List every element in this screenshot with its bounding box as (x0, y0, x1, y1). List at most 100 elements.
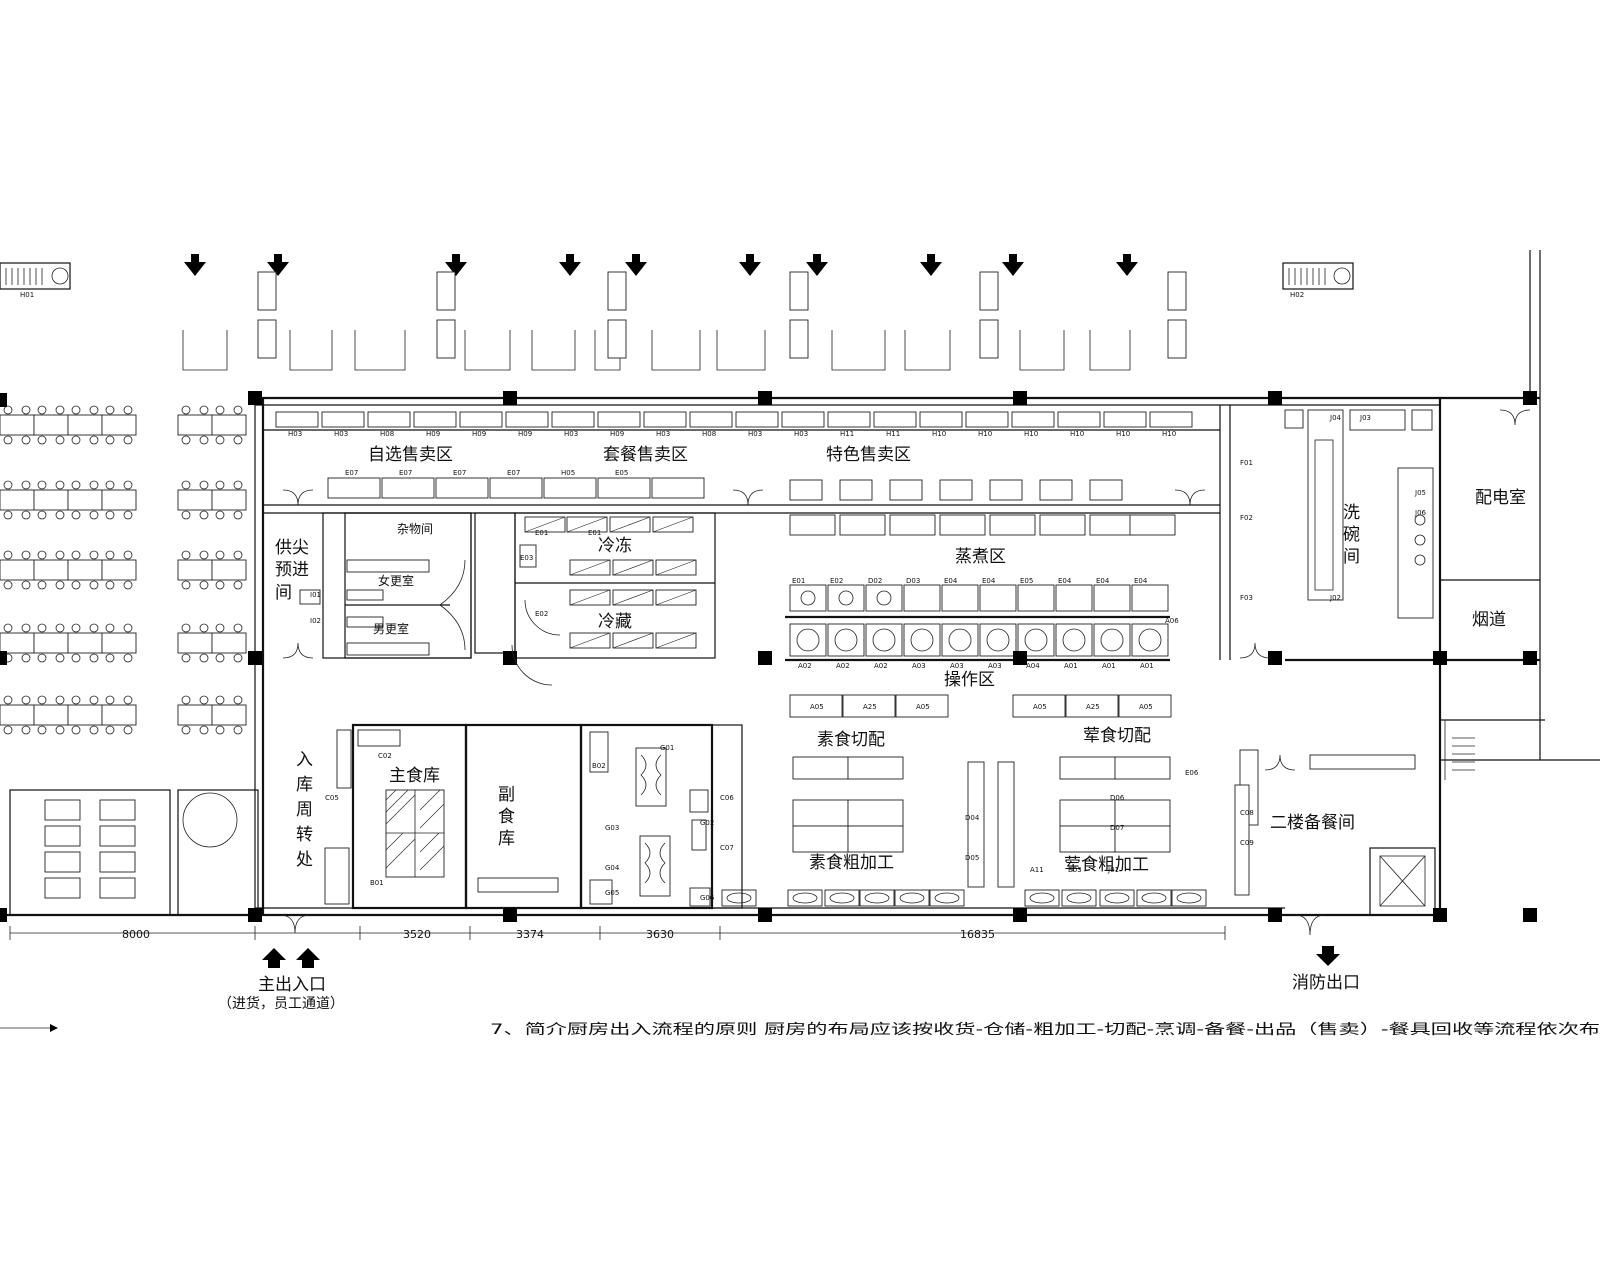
door-swing-icon (279, 409, 1531, 936)
chair (21, 435, 31, 445)
storage-rack (655, 559, 697, 576)
equipment-code: B01 (370, 879, 384, 887)
structural-column-icon (248, 908, 262, 922)
pass-table (1089, 514, 1136, 536)
dining-table (33, 414, 69, 436)
label-staff-entry-3: 间 (275, 583, 292, 603)
equipment-code: C05 (325, 794, 339, 802)
chair (105, 435, 115, 445)
toilet-stall (99, 851, 136, 873)
air-duct (257, 271, 277, 311)
sink (1141, 892, 1167, 904)
dining-table (0, 704, 35, 726)
operation-table (789, 694, 843, 718)
airflow-arrow-icon (632, 254, 640, 263)
sink (1136, 889, 1172, 907)
dining-table (211, 632, 247, 654)
storage-rack (655, 589, 697, 606)
dining-table (177, 632, 213, 654)
chair (233, 580, 243, 590)
equipment-code: E02 (830, 577, 843, 585)
chair (71, 695, 81, 705)
label-sub-store-1: 副 (498, 785, 515, 805)
equipment-code: G01 (660, 744, 674, 752)
airflow-arrow-icon (184, 262, 206, 276)
dining-table (177, 414, 213, 436)
label-veg-rough: 素食粗加工 (809, 853, 894, 873)
wok-station (948, 628, 972, 652)
equipment-code: C09 (1240, 839, 1254, 847)
equipment-code: H03 (288, 430, 302, 438)
label-flue: 烟道 (1472, 610, 1506, 630)
chair (199, 510, 209, 520)
equipment-code: H11 (886, 430, 900, 438)
equipment-code: E06 (1185, 769, 1199, 777)
airflow-arrow-icon (289, 330, 333, 371)
chair (215, 435, 225, 445)
air-duct (607, 271, 627, 311)
serving-counter (489, 477, 543, 499)
chair (233, 695, 243, 705)
chair (123, 405, 133, 415)
serving-counter (781, 411, 825, 428)
sink (787, 889, 823, 907)
chair (89, 580, 99, 590)
storage-rack (569, 632, 611, 649)
structural-column-icon (0, 651, 7, 665)
sink (1061, 889, 1097, 907)
chair (3, 480, 13, 490)
serving-counter (1011, 411, 1055, 428)
sink (864, 892, 890, 904)
chair (181, 623, 191, 633)
equipment-code: A02 (798, 662, 812, 670)
steamer (1055, 584, 1093, 612)
equipment-code: E05 (615, 469, 628, 477)
equipment-code: E04 (982, 577, 996, 585)
chair (55, 725, 65, 735)
chair (181, 725, 191, 735)
cooktop (989, 479, 1023, 501)
thick-up-arrow-icon (262, 948, 320, 968)
equipment-code: E07 (345, 469, 358, 477)
equipment-code: A11 (1030, 866, 1044, 874)
equipment-code: G02 (700, 819, 714, 827)
equipment-code: E01 (588, 529, 601, 537)
chair (199, 695, 209, 705)
chair (37, 510, 47, 520)
structural-column-group (0, 391, 1537, 922)
equipment-code: H08 (702, 430, 716, 438)
chair (123, 725, 133, 735)
dining-table (0, 414, 35, 436)
equipment-code: H10 (1162, 430, 1176, 438)
chair (89, 695, 99, 705)
storage-rooms (324, 723, 743, 910)
toilet-stall (44, 851, 81, 873)
airflow-arrow-icon (452, 254, 460, 263)
equipment-code: E04 (1058, 577, 1072, 585)
label-operation: 操作区 (944, 670, 995, 690)
airflow-arrow-icon (531, 330, 576, 371)
dining-table (0, 559, 35, 581)
serving-counter (643, 411, 687, 428)
equipment-code: H02 (1290, 291, 1304, 299)
wok-station (1138, 628, 1162, 652)
structural-column-icon (0, 393, 7, 407)
chair (21, 510, 31, 520)
structural-column-icon (1433, 651, 1447, 665)
equipment-code: J01 (1107, 866, 1119, 874)
equipment-code: G04 (605, 864, 620, 872)
steamer (876, 590, 892, 606)
equipment-code: I01 (310, 591, 321, 599)
chair (37, 653, 47, 663)
chair (37, 623, 47, 633)
wok-station (1100, 628, 1124, 652)
equipment-code: E04 (944, 577, 958, 585)
chair (21, 653, 31, 663)
equipment-code: A02 (836, 662, 850, 670)
chair (55, 623, 65, 633)
serving-counter (543, 477, 597, 499)
airflow-arrow-icon (354, 330, 406, 371)
equipment-code: G03 (605, 824, 619, 832)
steamer (838, 590, 854, 606)
